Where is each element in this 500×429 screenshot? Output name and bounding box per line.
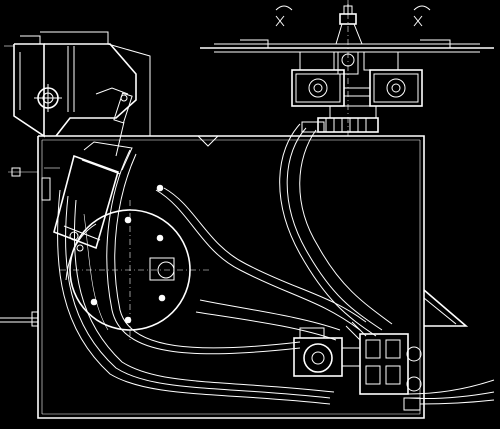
hose-bundle <box>57 121 393 405</box>
rotary-head-assembly <box>200 0 494 136</box>
drive-wheel <box>60 184 210 340</box>
motor-unit <box>293 327 360 377</box>
valve-block <box>345 321 495 411</box>
side-chute <box>423 289 469 327</box>
hinge-bracket <box>4 31 151 138</box>
machine-frame <box>0 135 425 419</box>
